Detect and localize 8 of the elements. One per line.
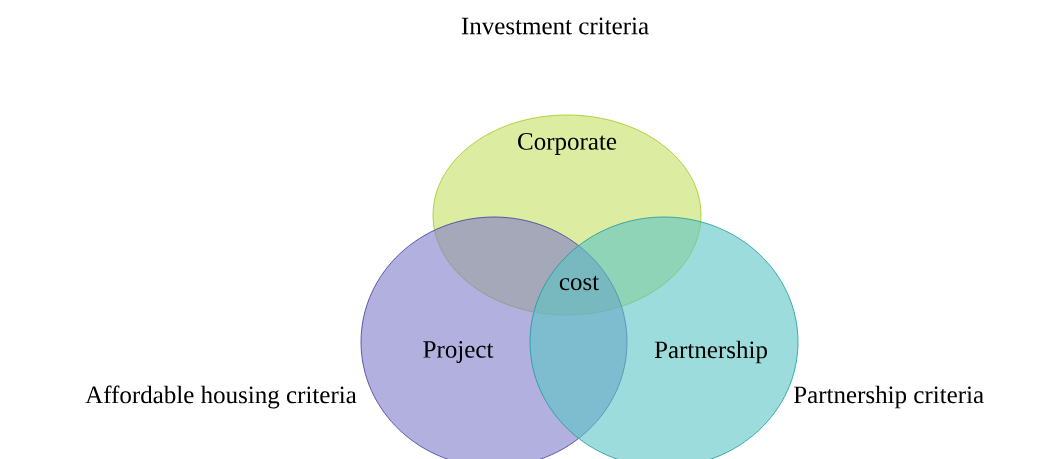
circle-label: Project [423,341,494,363]
circle-label: Partnership [654,340,767,364]
circle-caption: Partnership criteria [793,385,984,409]
intersection-label: cost [559,275,599,291]
venn-circle [360,216,628,459]
circle-label: Corporate [518,133,617,155]
circle-caption: Affordable housing criteria [85,385,357,409]
circle-caption: Investment criteria [461,17,649,35]
